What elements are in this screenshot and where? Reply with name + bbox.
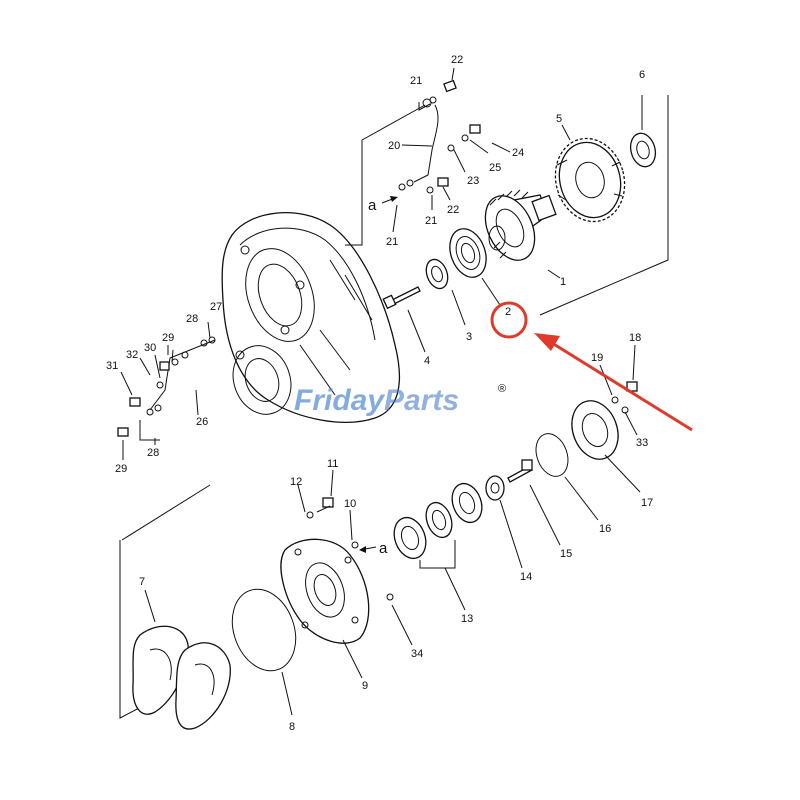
- o-ring-16: [535, 433, 569, 477]
- spacer-ring: [425, 258, 449, 290]
- callout-7: 7: [139, 576, 145, 588]
- callout-2: 2: [505, 306, 511, 318]
- callout-6: 6: [639, 69, 645, 81]
- long-bolt: [382, 286, 421, 310]
- callout-21-left: 21: [386, 236, 398, 248]
- watermark-brand-b: Parts: [384, 384, 459, 417]
- callout-24: 24: [512, 147, 524, 159]
- washer-14: [485, 475, 505, 501]
- callout-17: 17: [641, 497, 653, 509]
- bearing-part-2: [449, 228, 487, 278]
- ref-arrows: [359, 196, 398, 553]
- highlight-annotation: [490, 301, 693, 432]
- callout-22-mid: 22: [447, 204, 459, 216]
- callout-numbers: 1 2 3 4 5 6 7 8 9 10 11 12 13 14 15 16 1…: [106, 54, 653, 733]
- small-bearing: [629, 132, 657, 168]
- callout-1: 1: [560, 276, 566, 288]
- watermark-brand-a: Friday: [294, 384, 385, 417]
- callout-11: 11: [327, 458, 338, 470]
- watermark-logo: FridayParts ®: [294, 383, 506, 417]
- callout-21-mid: 21: [425, 215, 437, 227]
- callout-28-top: 28: [186, 313, 198, 325]
- callout-10: 10: [344, 498, 356, 510]
- callout-29-top: 29: [162, 332, 174, 344]
- callout-32: 32: [126, 349, 138, 361]
- callout-34: 34: [411, 648, 423, 660]
- callout-18: 18: [629, 332, 641, 344]
- callout-14: 14: [520, 571, 532, 583]
- callout-33: 33: [636, 437, 648, 449]
- bolt-15: [507, 459, 533, 483]
- callout-15: 15: [560, 548, 572, 560]
- callout-9: 9: [362, 680, 368, 692]
- callout-13: 13: [461, 613, 473, 625]
- svg-text:FridayParts: FridayParts: [294, 384, 459, 417]
- callout-16: 16: [599, 523, 611, 535]
- callout-4: 4: [424, 355, 430, 367]
- front-cover-9: [280, 497, 394, 644]
- watermark-registered: ®: [498, 383, 506, 395]
- bevel-pinion-shaft: [484, 189, 557, 261]
- callout-22-top: 22: [451, 54, 463, 66]
- callout-12: 12: [290, 476, 302, 488]
- callout-21-top: 21: [410, 75, 422, 87]
- callout-8: 8: [289, 721, 295, 733]
- callout-19: 19: [591, 352, 603, 364]
- spur-gear: [554, 137, 626, 223]
- leader-lines: [120, 67, 643, 716]
- callout-20: 20: [388, 140, 400, 152]
- callout-26: 26: [196, 416, 208, 428]
- rear-cover: [571, 381, 638, 460]
- side-pipe-assembly: [117, 336, 216, 441]
- callout-5: 5: [556, 113, 562, 125]
- callout-3: 3: [466, 331, 472, 343]
- bracket-lines: [119, 95, 669, 719]
- lube-pipe-assembly: [398, 79, 481, 194]
- callout-28-bottom: 28: [147, 447, 159, 459]
- transmission-housing: [221, 212, 401, 423]
- callout-27: 27: [210, 301, 222, 313]
- highlight-arrow-head: [534, 333, 560, 351]
- shim-set-7: [132, 625, 231, 730]
- callout-31: 31: [106, 360, 118, 372]
- ref-letter-a-top: a: [368, 197, 377, 214]
- highlight-circle: [490, 301, 528, 339]
- callout-25: 25: [489, 162, 501, 174]
- highlight-arrow-line: [551, 341, 693, 432]
- callout-30: 30: [144, 342, 156, 354]
- callout-29-bottom: 29: [115, 463, 127, 475]
- ref-letter-a-mid: a: [379, 540, 388, 557]
- bearing-set-13: [393, 482, 483, 569]
- o-ring-8: [231, 588, 297, 672]
- callout-23: 23: [467, 175, 479, 187]
